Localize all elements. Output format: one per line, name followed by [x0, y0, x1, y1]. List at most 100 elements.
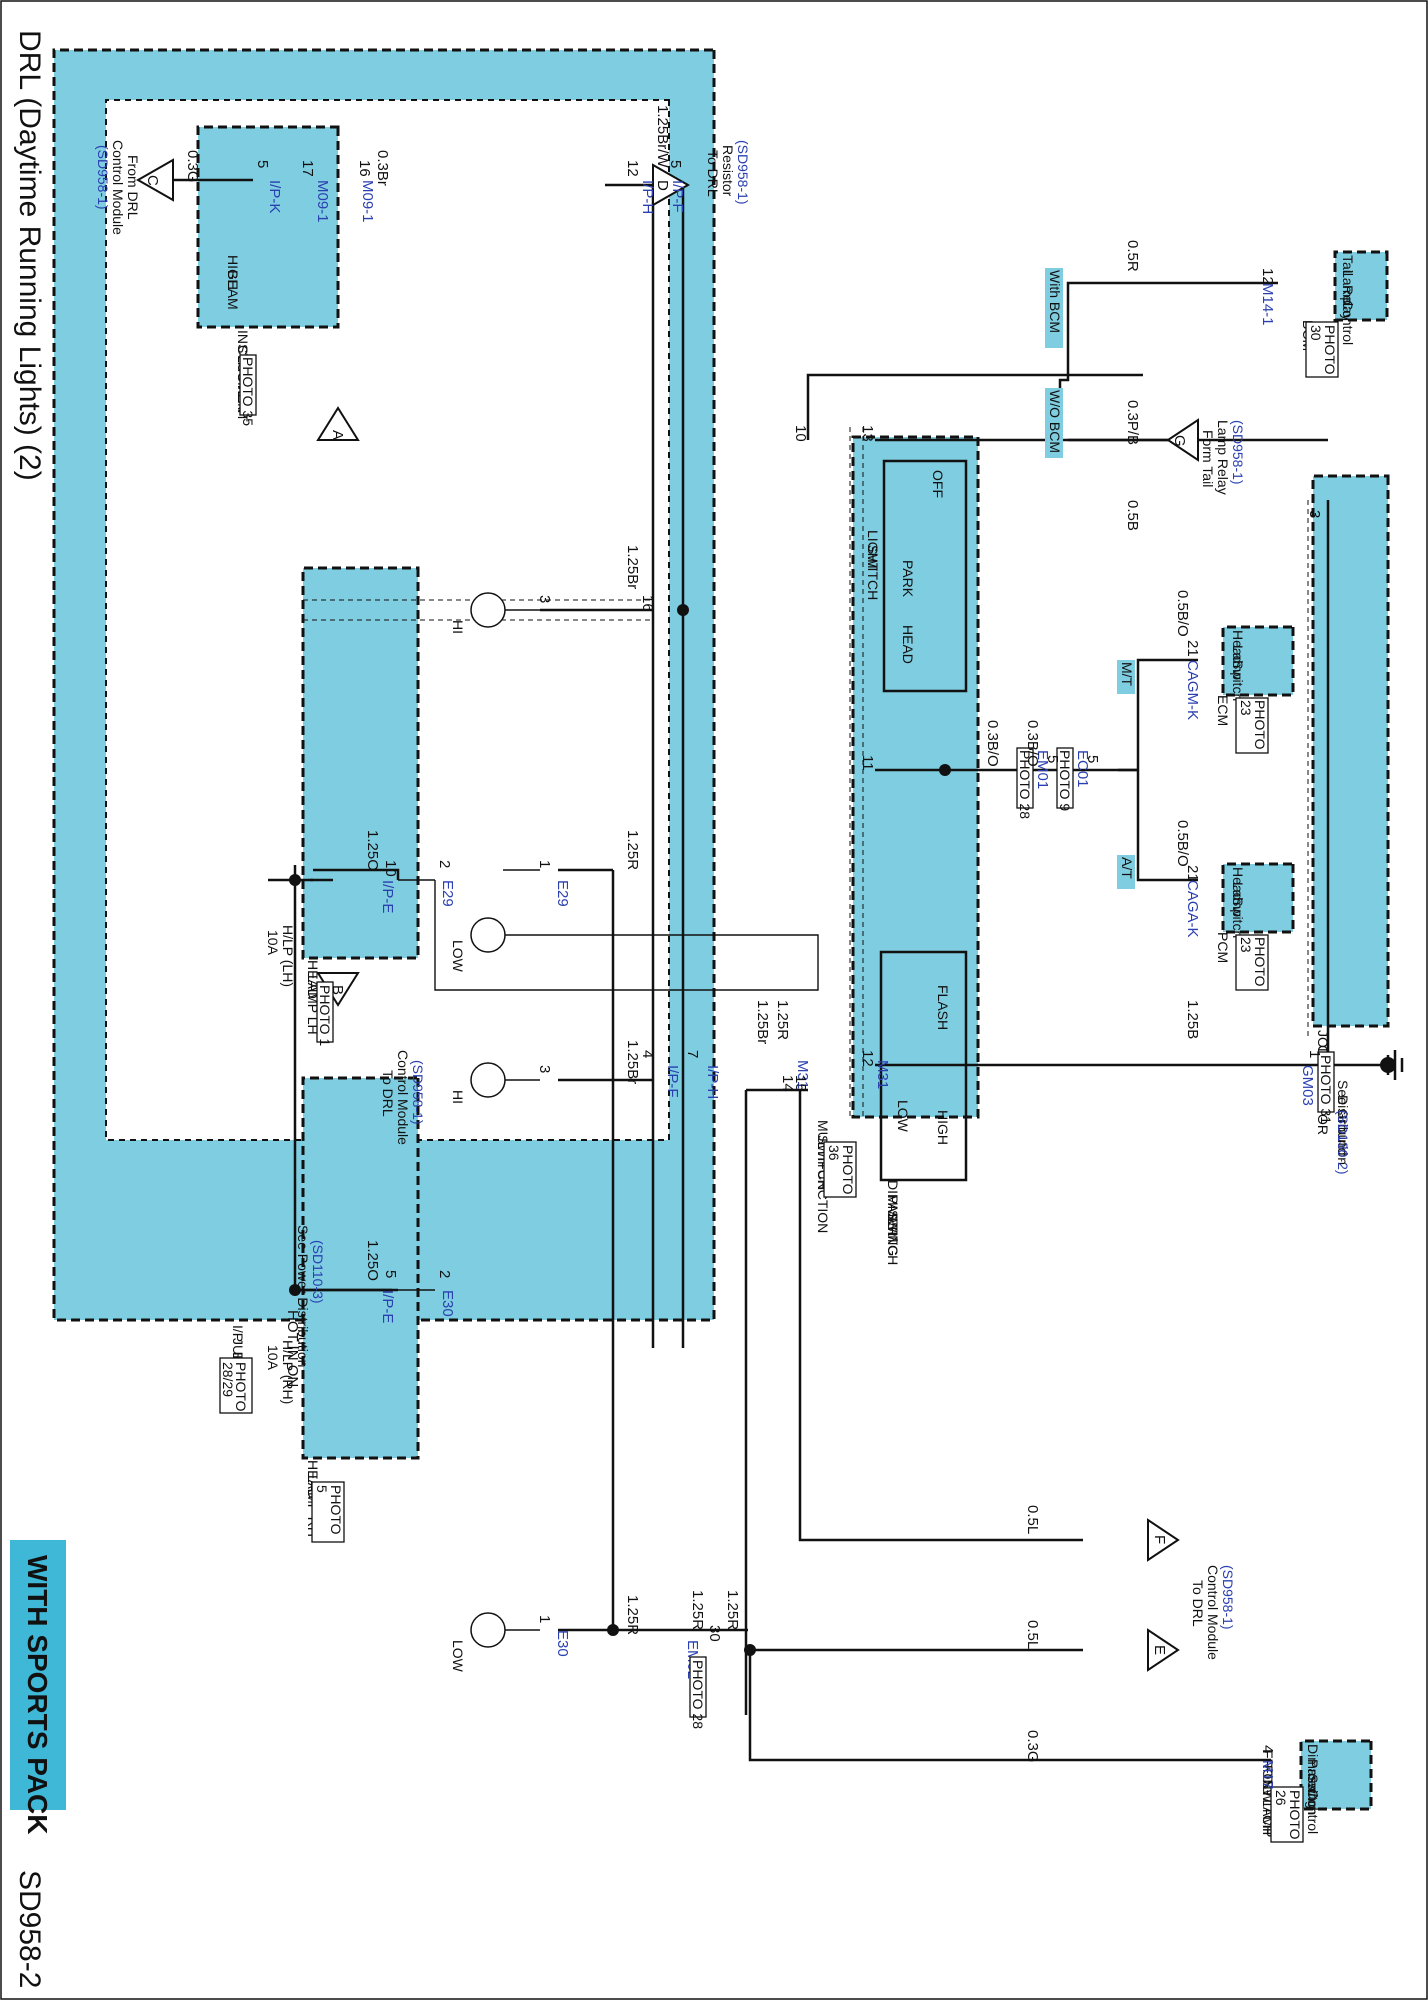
ic-high-2: BEAM — [225, 270, 241, 310]
dot-fuse-lh — [289, 874, 301, 886]
to-drl-res-2: Resistor — [720, 145, 736, 197]
conn-m17: M17 — [1259, 1760, 1276, 1789]
pin-e30-1: 1 — [536, 1615, 553, 1623]
fog-switch-module — [1299, 1739, 1373, 1811]
pin-iph-12: 12 — [624, 160, 641, 177]
mf-photo-box — [823, 1141, 857, 1198]
dot-em02 — [744, 1644, 756, 1656]
variant-banner-bg — [10, 1540, 66, 1810]
pin-ipf-4: 4 — [639, 1050, 656, 1058]
see-power-label: See Power Distribution — [295, 1225, 311, 1367]
wo-bcm: W/O BCM — [1047, 390, 1063, 453]
fog-photo-box — [1270, 1786, 1304, 1843]
pin-ipe-5: 5 — [382, 1270, 399, 1278]
wire-03pb: 0.3P/B — [1124, 400, 1141, 445]
lh-photo-box — [316, 981, 334, 1043]
bcm-box3: Relay — [1340, 285, 1356, 321]
ds-flash: FLASH — [935, 985, 951, 1030]
tri-e: E — [1151, 1645, 1168, 1655]
with-bcm-bg — [1045, 268, 1063, 348]
to-drl-cm-1: To DRL — [380, 1070, 396, 1117]
dot-sw-11 — [939, 764, 951, 776]
wire-03bo-b: 0.3B/O — [984, 720, 1001, 767]
head-lamp-rh — [301, 1076, 420, 1460]
wire-03br: 0.3Br — [374, 150, 391, 186]
conn-ipe-rh: I/P-E — [379, 1290, 396, 1323]
from-drl-ref: (SD958-1) — [95, 145, 111, 210]
dimmer-2: PASSING — [885, 1195, 901, 1256]
conn-e29-top: E29 — [439, 880, 456, 907]
conn-gm03: GM03 — [1299, 1065, 1316, 1106]
bcm-box2: Lamp — [1340, 270, 1356, 305]
conn-e30-bot: E30 — [554, 1630, 571, 1657]
mf-photo1: PHOTO — [840, 1145, 856, 1195]
wo-bcm-bg — [1045, 388, 1063, 458]
to-drl-cm-2: Control Module — [395, 1050, 411, 1145]
page-title: DRL (Daytime Running Lights) (2) — [13, 30, 46, 481]
wire-05r: 0.5R — [1124, 240, 1141, 272]
wire-125o-rh: 1.25O — [364, 1240, 381, 1281]
tri-d: D — [654, 180, 671, 191]
ecm-module — [1221, 625, 1295, 697]
dot-rh-low — [607, 1624, 619, 1636]
conn-caga: CAGA-K — [1184, 880, 1201, 938]
switch-dash-lines — [849, 427, 864, 1120]
pin-e30-3: 3 — [536, 1065, 553, 1073]
triangle-e — [1147, 1628, 1180, 1672]
pcm-box2: Lamp — [1230, 882, 1246, 917]
mf-photo2: 36 — [826, 1145, 842, 1161]
rh-hi: HI — [450, 1090, 466, 1104]
ipjb-photo2: 28/29 — [220, 1362, 236, 1397]
wire-125r-sw: 1.25R — [774, 1000, 791, 1040]
ipjb-photo1: PHOTO — [233, 1362, 249, 1412]
ec01-photo-box — [1056, 747, 1074, 809]
fog-box4: Control — [1305, 1789, 1321, 1834]
fog-box3: Switch — [1305, 1774, 1321, 1815]
wire-05l-f: 0.5L — [1024, 1505, 1041, 1534]
from-drl-2: Control Module — [110, 140, 126, 235]
at-bg — [1117, 855, 1135, 889]
see-power-ref: (SD110-3) — [310, 1240, 326, 1304]
rh-photo2: 5 — [314, 1485, 330, 1493]
pin-iph-7: 7 — [684, 1050, 701, 1058]
pin-m09-17: 17 — [299, 160, 316, 177]
pin-m14-12: 12 — [1259, 268, 1276, 285]
lh-low-bulb — [470, 917, 506, 953]
em01-photo: PHOTO 28 — [1017, 750, 1033, 819]
pin-ipe-10: 10 — [382, 860, 399, 877]
dot-ground — [1380, 1057, 1396, 1073]
pin-ec01-5: 5 — [1084, 755, 1101, 763]
to-drl-res-1: To DRL — [705, 150, 721, 197]
dot-bus — [289, 1284, 301, 1296]
wire-m31-10-bcm — [806, 373, 1143, 440]
conn-ipf-mid: I/P-F — [664, 1065, 681, 1098]
conn-iph-top: I/P-H — [639, 180, 656, 214]
wire-125r-em02a: 1.25R — [724, 1590, 741, 1630]
tri-c: C — [144, 175, 161, 186]
light-switch-2: SWITCH — [865, 545, 881, 600]
pin-m31-15: 15 — [792, 1075, 809, 1092]
conn-ipe-lh: I/P-E — [379, 880, 396, 913]
to-drl-cm2-ref: (SD958-1) — [1220, 1565, 1236, 1630]
fog-box2: Passing — [1305, 1759, 1321, 1809]
page-code: SD958-2 — [13, 1870, 46, 1988]
wire-03g: 0.3G — [184, 150, 201, 183]
opt-at: A/T — [1119, 857, 1135, 879]
conn-iph-mid: I/P-H — [704, 1065, 721, 1099]
pin-m31-11: 11 — [859, 755, 876, 771]
from-drl-1: From DRL — [125, 155, 141, 220]
wire-125b: 1.25B — [1184, 1000, 1201, 1039]
conn-m09-a: M09-1 — [314, 180, 331, 223]
fuse-rh-rating: 10A — [265, 1345, 281, 1371]
pin-m31-12: 12 — [859, 1050, 876, 1067]
lh-photo: PHOTO 1 — [317, 985, 333, 1046]
head-lamp-lh — [301, 566, 420, 960]
triangle-g — [1166, 418, 1199, 462]
dot-ipf16 — [677, 604, 689, 616]
em01-photo-box — [1016, 747, 1034, 809]
pin-m17-4: 4 — [1259, 1745, 1276, 1753]
see-ground-2: Distribution — [1335, 1095, 1351, 1165]
pcm-box3: Switch — [1230, 897, 1246, 938]
